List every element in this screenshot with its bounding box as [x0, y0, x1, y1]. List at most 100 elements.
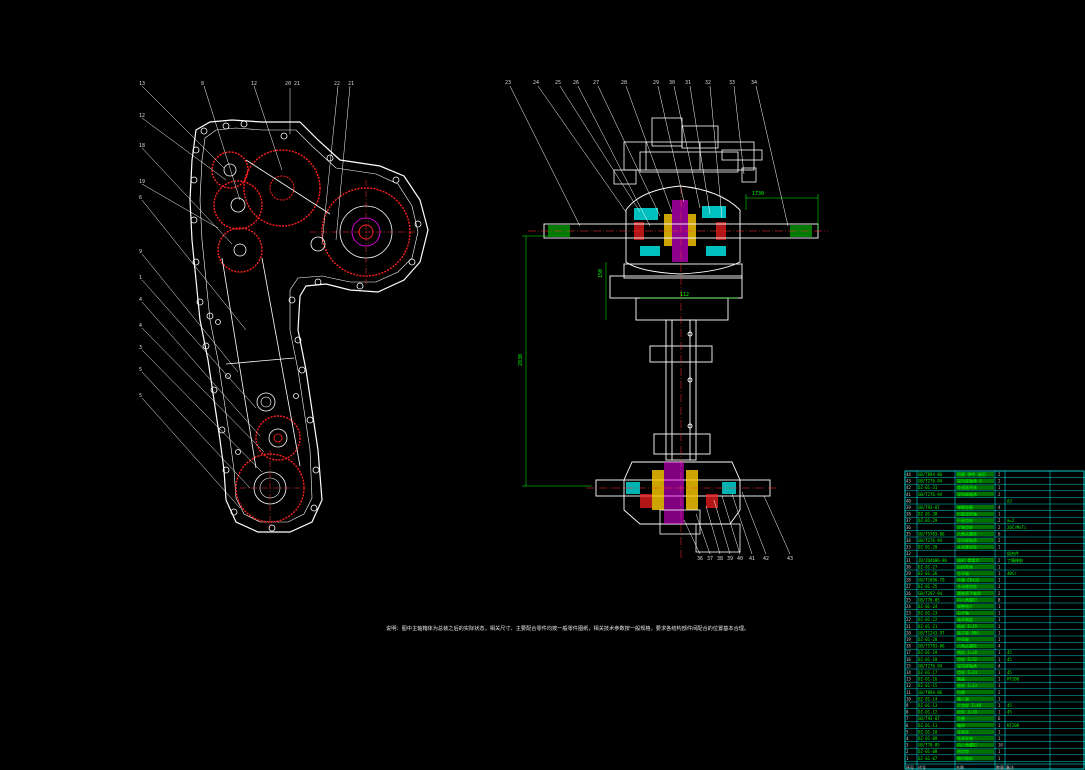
- table-name-cell: [956, 617, 994, 622]
- callout-label: 21: [348, 81, 354, 87]
- table-cell: 行星齿轮: [957, 517, 973, 523]
- housing-outer-outline: [189, 119, 429, 533]
- table-frame: [904, 470, 1085, 770]
- table-header-cell: 名称: [956, 764, 964, 770]
- table-cell: GB/T276-94: [918, 479, 943, 484]
- table-cell: 45: [1007, 650, 1012, 655]
- table-header-cell: 代号: [918, 764, 926, 770]
- table-cell: GB/T93-87: [918, 716, 940, 721]
- table-cell: HT200: [1007, 723, 1020, 728]
- table-cell: 34: [906, 538, 911, 543]
- table-name-cell: [956, 577, 994, 583]
- table-cell: 1: [998, 696, 1001, 701]
- table-name-cell: [956, 505, 994, 510]
- callout-label: 39: [727, 556, 733, 562]
- callout-label: 36: [697, 556, 703, 562]
- callout-label: 38: [717, 556, 723, 562]
- table-cell: 中间轴: [957, 636, 969, 642]
- table-name-cell: [956, 564, 994, 569]
- table-cell: 2: [998, 518, 1001, 523]
- chain-run: [221, 159, 331, 469]
- callout-label: 5: [139, 393, 142, 399]
- table-cell: 齿轮 Z=24: [957, 669, 978, 675]
- table-name-cell: [956, 656, 994, 662]
- table-name-cell: [956, 511, 994, 517]
- table-cell: DZ-01-09: [918, 736, 938, 741]
- gear-housing-side-view: 13 8 12 20 21 22 21 12 18 19 6 9 1 4 4 3…: [139, 81, 429, 533]
- table-cell: 1: [998, 723, 1001, 728]
- table-cell: 3: [906, 743, 909, 748]
- gear-upper-left: [213, 180, 263, 230]
- callout-label: 28: [621, 80, 627, 86]
- table-cell: DZ-01-30: [918, 512, 938, 517]
- table-cell: 深沟球轴承: [957, 491, 977, 497]
- table-cell: 半轴齿轮: [957, 524, 973, 530]
- table-cell: 后桥壳体: [957, 563, 973, 569]
- table-name-cell: [956, 485, 994, 490]
- table-cell: 1: [998, 571, 1001, 576]
- table-cell: 35: [906, 531, 911, 536]
- table-name-cell: [956, 472, 994, 477]
- table-name-cell: [956, 630, 994, 635]
- table-cell: 1: [998, 729, 1001, 734]
- table-cell: GB/T297-94: [918, 591, 943, 596]
- table-cell: DZ-01-11: [918, 723, 938, 728]
- table-cell: 16: [906, 657, 911, 662]
- table-cell: 9: [906, 703, 909, 708]
- table-cell: 6: [998, 716, 1001, 721]
- table-cell: DZ-01-26: [918, 571, 938, 576]
- table-cell: DZ-01-14: [918, 696, 938, 701]
- table-cell: 4: [998, 663, 1001, 668]
- table-cell: 链轮 Z=13: [957, 682, 978, 688]
- table-cell: HT200: [1007, 677, 1020, 682]
- table-name-cell: [956, 663, 994, 668]
- gear-lower-output: [235, 453, 305, 523]
- table-cell: A3: [1007, 498, 1012, 503]
- table-cell: 2: [998, 558, 1001, 563]
- table-cell: 1: [998, 604, 1001, 609]
- callout-label: 19: [139, 179, 145, 185]
- dim-shaft-distance: 2830: [518, 354, 524, 366]
- table-cell: 滚子链 08A: [957, 629, 979, 635]
- table-cell: 6: [906, 723, 909, 728]
- lower-differential: [586, 461, 780, 553]
- table-cell: 30: [906, 564, 911, 569]
- left-view-callout-labels: 13 8 12 20 21 22 21 12 18 19 6 9 1 4 4 3…: [139, 81, 354, 399]
- table-name-cell: [956, 571, 994, 576]
- table-cell: 18: [906, 644, 911, 649]
- dim-housing-height: 150: [598, 269, 604, 278]
- table-cell: DZ-01-17: [918, 670, 938, 675]
- table-cell: 油封 骨架式: [957, 557, 979, 563]
- table-cell: 齿轮 Z=32: [957, 656, 978, 662]
- table-name-cell: [956, 637, 994, 642]
- table-cell: 14: [906, 670, 911, 675]
- table-cell: DZ-01-18: [918, 657, 938, 662]
- callout-label: 32: [705, 80, 711, 86]
- table-cell: 45: [1007, 703, 1012, 708]
- table-name-cell: [956, 696, 994, 701]
- table-cell: 调整垫片: [957, 603, 973, 609]
- table-name-cell: [956, 538, 994, 543]
- table-cell: 1: [998, 578, 1001, 583]
- table-cell: 齿轮 Z=18: [957, 709, 978, 715]
- table-cell: 大齿轮 Z=40: [957, 702, 982, 708]
- table-header-cell: 数量: [996, 764, 1004, 770]
- table-name-cell: [956, 749, 994, 754]
- table-name-cell: [956, 643, 994, 649]
- table-cell: 1: [998, 703, 1001, 708]
- table-cell: 1: [998, 624, 1001, 629]
- table-cell: GB/T894-86: [918, 690, 943, 695]
- callout-label: 6: [139, 195, 142, 201]
- table-cell: 圆锥滚子轴承: [957, 590, 981, 596]
- table-cell: 20CrMnTi: [1007, 525, 1027, 530]
- table-cell: 惰轮 Z=28: [957, 649, 978, 655]
- table-name-cell: [956, 729, 994, 734]
- table-cell: 4: [998, 644, 1001, 649]
- table-cell: 主动锥齿轮: [957, 583, 977, 589]
- table-cell: DZ-01-10: [918, 729, 938, 734]
- table-cell: 深沟球轴承: [957, 537, 977, 543]
- idler-small: [256, 392, 276, 412]
- table-cell: GB/T5783-86: [918, 531, 945, 536]
- callout-label: 1: [139, 275, 142, 281]
